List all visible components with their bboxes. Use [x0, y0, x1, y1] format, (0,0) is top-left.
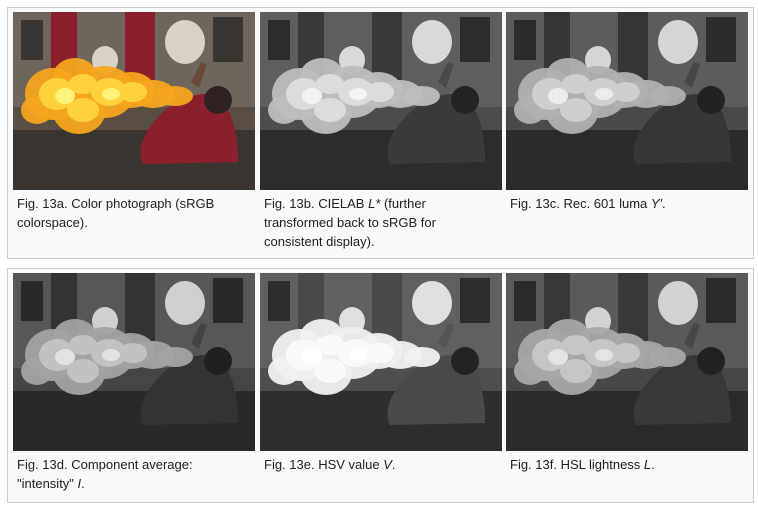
- performer-arm: [191, 323, 207, 349]
- gallery-item-13f: Fig. 13f. HSL lightness L.: [506, 273, 748, 474]
- gallery-item-13e: Fig. 13e. HSV value V.: [260, 273, 502, 474]
- caption-13a: Fig. 13a. Color photograph (sRGB colorsp…: [17, 196, 215, 230]
- fire-highlight: [302, 349, 322, 365]
- drum: [165, 281, 205, 325]
- drum: [658, 20, 698, 64]
- drummer-figure: [125, 273, 155, 341]
- drummer-figure: [618, 12, 648, 80]
- fire-core: [366, 343, 394, 363]
- drum: [412, 281, 452, 325]
- performer-arm: [684, 323, 700, 349]
- fire-breather-photo-cielab[interactable]: [260, 12, 502, 190]
- fire-highlight: [102, 88, 120, 100]
- window: [268, 20, 290, 60]
- fire-highlight: [302, 88, 322, 104]
- gallery-item-13c: Fig. 13c. Rec. 601 luma Y′.: [506, 12, 748, 213]
- drum: [658, 281, 698, 325]
- fire-core: [67, 359, 99, 383]
- performer-arm: [684, 62, 700, 88]
- fire-core: [314, 359, 346, 383]
- window: [213, 17, 243, 62]
- gallery-item-13d: Fig. 13d. Component average: "intensity"…: [13, 273, 255, 493]
- drum: [412, 20, 452, 64]
- drum: [165, 20, 205, 64]
- caption-13e: Fig. 13e. HSV value V.: [264, 457, 396, 472]
- fire-plume: [404, 86, 440, 106]
- fire-plume: [650, 86, 686, 106]
- performer-head: [451, 347, 479, 375]
- fire-highlight: [548, 349, 568, 365]
- fire-highlight: [55, 349, 75, 365]
- drummer-figure: [618, 273, 648, 341]
- drummer-figure: [372, 12, 402, 80]
- fire-plume: [157, 347, 193, 367]
- fire-highlight: [548, 88, 568, 104]
- window: [706, 17, 736, 62]
- gallery-item-13b: Fig. 13b. CIELAB L* (further transformed…: [260, 12, 502, 251]
- performer-head: [697, 86, 725, 114]
- fire-breather-photo-luma[interactable]: [506, 12, 748, 190]
- fire-core: [612, 343, 640, 363]
- fire-core: [612, 82, 640, 102]
- window: [21, 281, 43, 321]
- gallery-row-1: Fig. 13a. Color photograph (sRGB colorsp…: [7, 7, 754, 259]
- fire-core: [69, 74, 97, 94]
- window: [268, 281, 290, 321]
- performer-arm: [191, 62, 207, 88]
- fire-core: [119, 82, 147, 102]
- fire-core: [366, 82, 394, 102]
- gallery-item-13a: Fig. 13a. Color photograph (sRGB colorsp…: [13, 12, 255, 232]
- performer-head: [697, 347, 725, 375]
- fire-core: [562, 335, 590, 355]
- performer-head: [204, 347, 232, 375]
- fire-core: [560, 98, 592, 122]
- fire-highlight: [349, 349, 367, 361]
- window: [21, 20, 43, 60]
- window: [460, 17, 490, 62]
- fire-highlight: [595, 88, 613, 100]
- drummer-figure: [372, 273, 402, 341]
- caption-13f: Fig. 13f. HSL lightness L.: [510, 457, 655, 472]
- fire-plume: [157, 86, 193, 106]
- window: [213, 278, 243, 323]
- window: [706, 278, 736, 323]
- performer-arm: [438, 323, 454, 349]
- window: [514, 20, 536, 60]
- window: [514, 281, 536, 321]
- fire-core: [69, 335, 97, 355]
- fire-plume: [650, 347, 686, 367]
- caption-13d: Fig. 13d. Component average: "intensity"…: [17, 457, 193, 491]
- fire-core: [119, 343, 147, 363]
- window: [460, 278, 490, 323]
- fire-breather-photo-color[interactable]: [13, 12, 255, 190]
- performer-arm: [438, 62, 454, 88]
- fire-core: [67, 98, 99, 122]
- fire-core: [316, 335, 344, 355]
- gallery-row-2: Fig. 13d. Component average: "intensity"…: [7, 268, 754, 503]
- fire-plume: [404, 347, 440, 367]
- fire-highlight: [55, 88, 75, 104]
- performer-head: [204, 86, 232, 114]
- drummer-figure: [125, 12, 155, 80]
- fire-highlight: [595, 349, 613, 361]
- fire-highlight: [102, 349, 120, 361]
- fire-core: [560, 359, 592, 383]
- fire-breather-photo-hsv-value[interactable]: [260, 273, 502, 451]
- caption-13b: Fig. 13b. CIELAB L* (further transformed…: [264, 196, 436, 249]
- fire-core: [316, 74, 344, 94]
- fire-highlight: [349, 88, 367, 100]
- performer-head: [451, 86, 479, 114]
- fire-breather-photo-hsl-lightness[interactable]: [506, 273, 748, 451]
- caption-13c: Fig. 13c. Rec. 601 luma Y′.: [510, 196, 666, 211]
- fire-core: [562, 74, 590, 94]
- fire-breather-photo-intensity[interactable]: [13, 273, 255, 451]
- fire-core: [314, 98, 346, 122]
